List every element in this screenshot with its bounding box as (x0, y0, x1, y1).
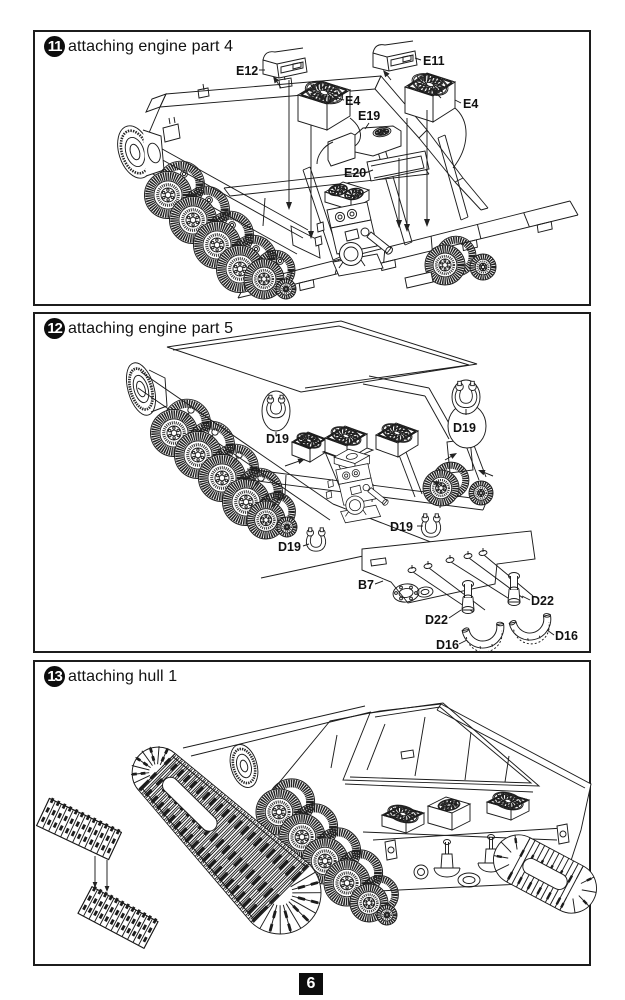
svg-text:E20: E20 (344, 166, 366, 180)
svg-text:E4: E4 (345, 94, 360, 108)
svg-text:D19: D19 (390, 520, 413, 534)
svg-text:D19: D19 (278, 540, 301, 554)
svg-text:D19: D19 (266, 432, 289, 446)
svg-text:D22: D22 (531, 594, 554, 608)
svg-text:E4: E4 (463, 97, 478, 111)
svg-text:D16: D16 (555, 629, 578, 643)
svg-text:D22: D22 (425, 613, 448, 627)
svg-text:D19: D19 (453, 421, 476, 435)
svg-text:D16: D16 (436, 638, 459, 652)
svg-text:E11: E11 (423, 54, 445, 68)
svg-text:E19: E19 (358, 109, 380, 123)
svg-text:B7: B7 (358, 578, 374, 592)
svg-text:E12: E12 (236, 64, 258, 78)
